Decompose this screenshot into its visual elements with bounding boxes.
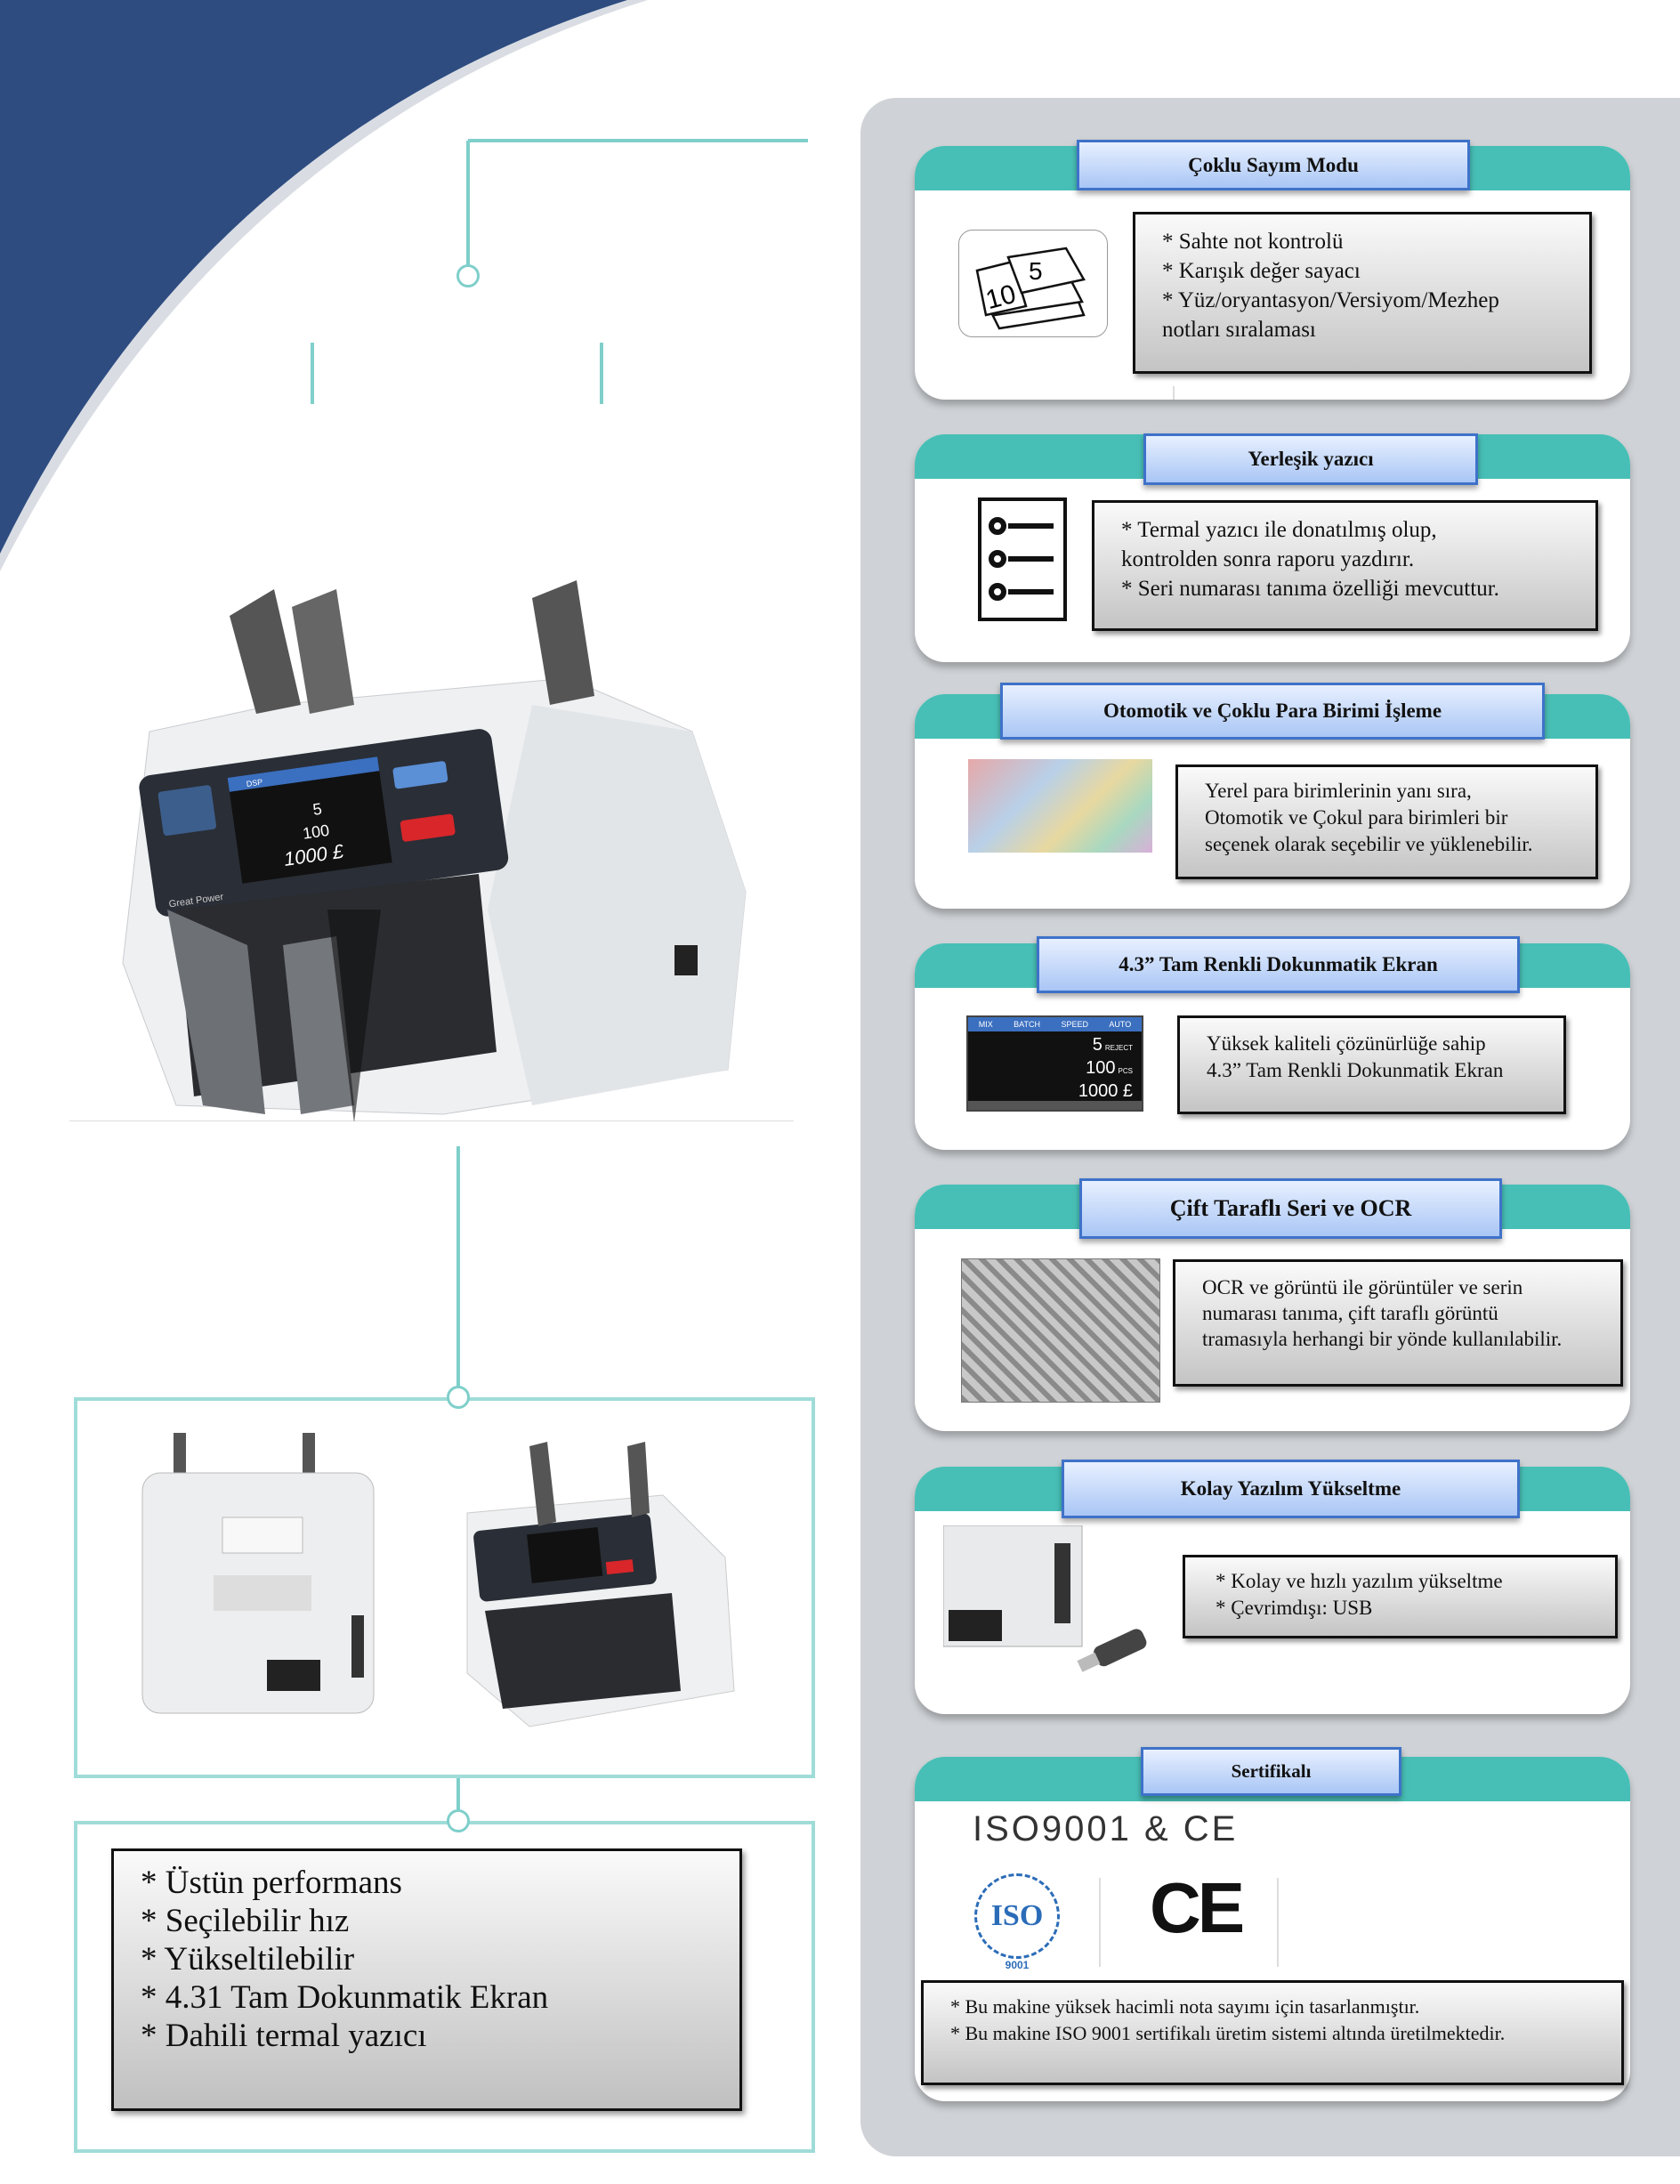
card-description: * Bu makine yüksek hacimli nota sayımı i… bbox=[921, 1980, 1624, 2085]
card-description: OCR ve görüntü ile görüntüler ve serin nu… bbox=[1173, 1259, 1623, 1387]
tab-batch: BATCH bbox=[1014, 1020, 1041, 1029]
display-pcs: 100 bbox=[302, 821, 331, 843]
connector-dot bbox=[456, 264, 480, 287]
banknote-scan-image bbox=[961, 1258, 1160, 1403]
line: * Bu makine ISO 9001 sertifikalı üretim … bbox=[950, 2022, 1506, 2044]
connector-line bbox=[456, 1146, 460, 1397]
connector-tick bbox=[311, 343, 314, 404]
card-title: Çoklu Sayım Modu bbox=[1077, 140, 1470, 190]
line: seçenek olarak seçebilir ve yüklenebilir… bbox=[1205, 833, 1533, 855]
line: 4.3” Tam Renkli Dokunmatik Ekran bbox=[1207, 1059, 1504, 1081]
feature-item: * 4.31 Tam Dokunmatik Ekran bbox=[141, 1979, 549, 2016]
svg-text:5: 5 bbox=[1029, 257, 1043, 285]
card-description: * Termal yazıcı ile donatılmış olup, kont… bbox=[1092, 500, 1598, 631]
connector-line bbox=[468, 139, 808, 142]
connector-dot bbox=[447, 1386, 470, 1409]
connector-tick bbox=[600, 343, 603, 404]
line: * Bu makine yüksek hacimli nota sayımı i… bbox=[950, 1995, 1420, 2018]
line: * Kolay ve hızlı yazılım yükseltme bbox=[1216, 1570, 1503, 1592]
iso-logo: ISO 9001 bbox=[968, 1873, 1066, 1971]
line: Otomotik ve Çokul para birimleri bir bbox=[1205, 806, 1508, 829]
tab-speed: SPEED bbox=[1061, 1020, 1088, 1029]
ce-logo: CE bbox=[1150, 1868, 1245, 1947]
screen-reject: 5 bbox=[1092, 1035, 1102, 1055]
reject-label: REJECT bbox=[1104, 1044, 1133, 1052]
line: * Seri numarası tanıma özelliği mevcuttu… bbox=[1121, 577, 1499, 601]
feature-item: * Dahili termal yazıcı bbox=[141, 2018, 427, 2054]
line: kontrolden sonra raporu yazdırır. bbox=[1121, 547, 1415, 571]
card-description: Yerel para birimlerinin yanı sıra, Otomot… bbox=[1175, 764, 1598, 879]
line: * Sahte not kontrolü bbox=[1162, 230, 1344, 254]
feature-item: * Seçilebilir hız bbox=[141, 1903, 350, 1939]
card-title: Otomotik ve Çoklu Para Birimi İşleme bbox=[1000, 683, 1545, 740]
line: * Karışık değer sayacı bbox=[1162, 259, 1361, 283]
list-icon bbox=[978, 497, 1067, 621]
pcs-label: PCS bbox=[1118, 1067, 1133, 1075]
machine-rear-image bbox=[141, 1433, 375, 1714]
display-reject: 5 bbox=[311, 800, 323, 819]
card-title: Yerleşik yazıcı bbox=[1143, 433, 1478, 485]
cert-heading: ISO9001 & CE bbox=[973, 1809, 1239, 1848]
card-title: Sertifikalı bbox=[1141, 1747, 1401, 1796]
line: * Termal yazıcı ile donatılmış olup, bbox=[1121, 518, 1437, 542]
screen-pcs: 100 bbox=[1086, 1058, 1116, 1078]
line: Yerel para birimlerinin yanı sıra, bbox=[1205, 780, 1472, 802]
tab-auto: AUTO bbox=[1109, 1020, 1132, 1029]
features-frame bbox=[74, 1821, 815, 2153]
line: OCR ve görüntü ile görüntüler ve serin bbox=[1202, 1276, 1523, 1298]
line: Yüksek kaliteli çözünürlüğe sahip bbox=[1207, 1032, 1486, 1055]
card-title: 4.3” Tam Renkli Dokunmatik Ekran bbox=[1037, 936, 1520, 993]
line: tramasıyla herhangi bir yönde kullanılab… bbox=[1202, 1328, 1563, 1350]
machine-image: DSP 5 100 1000 £ Great Power bbox=[69, 411, 794, 1123]
line: notları sıralaması bbox=[1162, 318, 1316, 342]
corner-decoration bbox=[0, 0, 648, 571]
card-description: * Kolay ve hızlı yazılım yükseltme * Çevr… bbox=[1183, 1555, 1618, 1638]
screen-amount: 1000 £ bbox=[1078, 1081, 1133, 1101]
line: * Yüz/oryantasyon/Versiyom/Mezhep bbox=[1162, 288, 1499, 312]
currencies-image bbox=[968, 759, 1152, 853]
line: * Çevrimdışı: USB bbox=[1216, 1597, 1373, 1619]
tab-mix: MIX bbox=[978, 1020, 993, 1029]
display-tab-bar: MIX BATCH SPEED AUTO bbox=[968, 1017, 1142, 1031]
display-tabs: DSP bbox=[246, 778, 263, 789]
card-description: Yüksek kaliteli çözünürlüğe sahip 4.3” Ta… bbox=[1177, 1015, 1566, 1114]
line: numarası tanıma, çift taraflı görüntü bbox=[1202, 1302, 1498, 1324]
feature-item: * Yükseltilebilir bbox=[141, 1941, 355, 1978]
features-list: * Üstün performans * Seçilebilir hız * Y… bbox=[111, 1848, 742, 2111]
connector-line bbox=[456, 1778, 460, 1814]
card-title: Kolay Yazılım Yükseltme bbox=[1062, 1460, 1520, 1518]
feature-item: * Üstün performans bbox=[141, 1864, 402, 1901]
usb-ports-image bbox=[943, 1525, 1147, 1672]
connector-dot bbox=[447, 1809, 470, 1832]
gallery-frame bbox=[74, 1397, 815, 1778]
connector-line bbox=[466, 141, 470, 265]
card-description: * Sahte not kontrolü * Karışık değer saya… bbox=[1133, 212, 1592, 374]
machine-front-image bbox=[466, 1442, 735, 1727]
card-title: Çift Taraflı Seri ve OCR bbox=[1079, 1178, 1502, 1239]
